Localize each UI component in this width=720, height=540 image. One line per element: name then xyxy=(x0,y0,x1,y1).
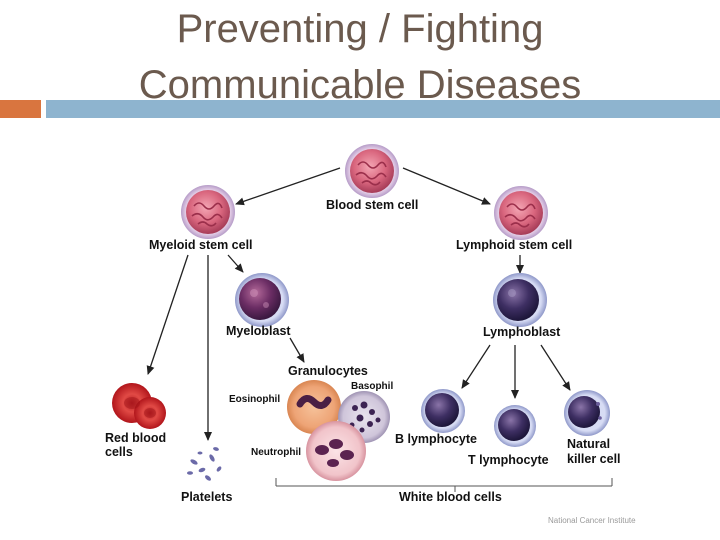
label-blood-stem-cell: Blood stem cell xyxy=(326,198,418,212)
label-lymphoid-stem-cell: Lymphoid stem cell xyxy=(456,238,572,252)
arrow-stem-to-myeloid xyxy=(235,167,341,206)
label-myeloblast: Myeloblast xyxy=(226,324,291,338)
label-lymphoblast: Lymphoblast xyxy=(483,325,561,339)
slide-title-line-1: Preventing / Fighting xyxy=(176,7,544,51)
platelets-image xyxy=(187,447,222,481)
label-platelets: Platelets xyxy=(181,490,232,504)
title-accent-bar-orange xyxy=(0,100,41,118)
label-t-lymphocyte: T lymphocyte xyxy=(468,453,549,467)
label-red-blood-cells-line1: Red blood xyxy=(105,431,166,445)
slide-title-line-2: Communicable Diseases xyxy=(138,63,582,107)
myeloblast-image xyxy=(235,273,289,327)
title-accent-bar-blue xyxy=(46,100,720,118)
natural-killer-cell-image xyxy=(564,390,610,436)
label-granulocytes: Granulocytes xyxy=(288,364,368,378)
arrow-myeloid-to-myeloblast xyxy=(227,254,244,273)
label-b-lymphocyte: B lymphocyte xyxy=(395,432,477,446)
lymphoid-stem-cell-image xyxy=(494,186,548,240)
granulocytes-image xyxy=(287,380,390,481)
image-credit: National Cancer Institute xyxy=(548,516,636,525)
label-eosinophil: Eosinophil xyxy=(229,394,280,405)
arrow-myeloblast-to-granulocytes xyxy=(289,337,305,363)
arrow-myeloid-to-rbc xyxy=(146,254,189,375)
b-lymphocyte-image xyxy=(421,389,465,433)
lymphoblast-image xyxy=(493,273,547,327)
label-natural-killer-line1: Natural xyxy=(567,437,610,451)
blood-stem-cell-image xyxy=(345,144,399,198)
label-natural-killer-line2: killer cell xyxy=(567,452,621,466)
label-white-blood-cells: White blood cells xyxy=(399,490,502,504)
t-lymphocyte-image xyxy=(494,405,536,447)
arrow-lymphoblast-to-nk xyxy=(540,344,571,391)
diagram-arrows xyxy=(146,167,571,441)
arrow-lymphoblast-to-b xyxy=(461,344,491,389)
red-blood-cells-image xyxy=(112,383,166,429)
arrow-stem-to-lymphoid xyxy=(402,167,491,205)
label-red-blood-cells-line2: cells xyxy=(105,445,133,459)
label-basophil: Basophil xyxy=(351,381,393,392)
myeloid-stem-cell-image xyxy=(181,185,235,239)
label-neutrophil: Neutrophil xyxy=(251,447,301,458)
white-blood-cells-bracket xyxy=(275,478,613,492)
label-myeloid-stem-cell: Myeloid stem cell xyxy=(149,238,253,252)
